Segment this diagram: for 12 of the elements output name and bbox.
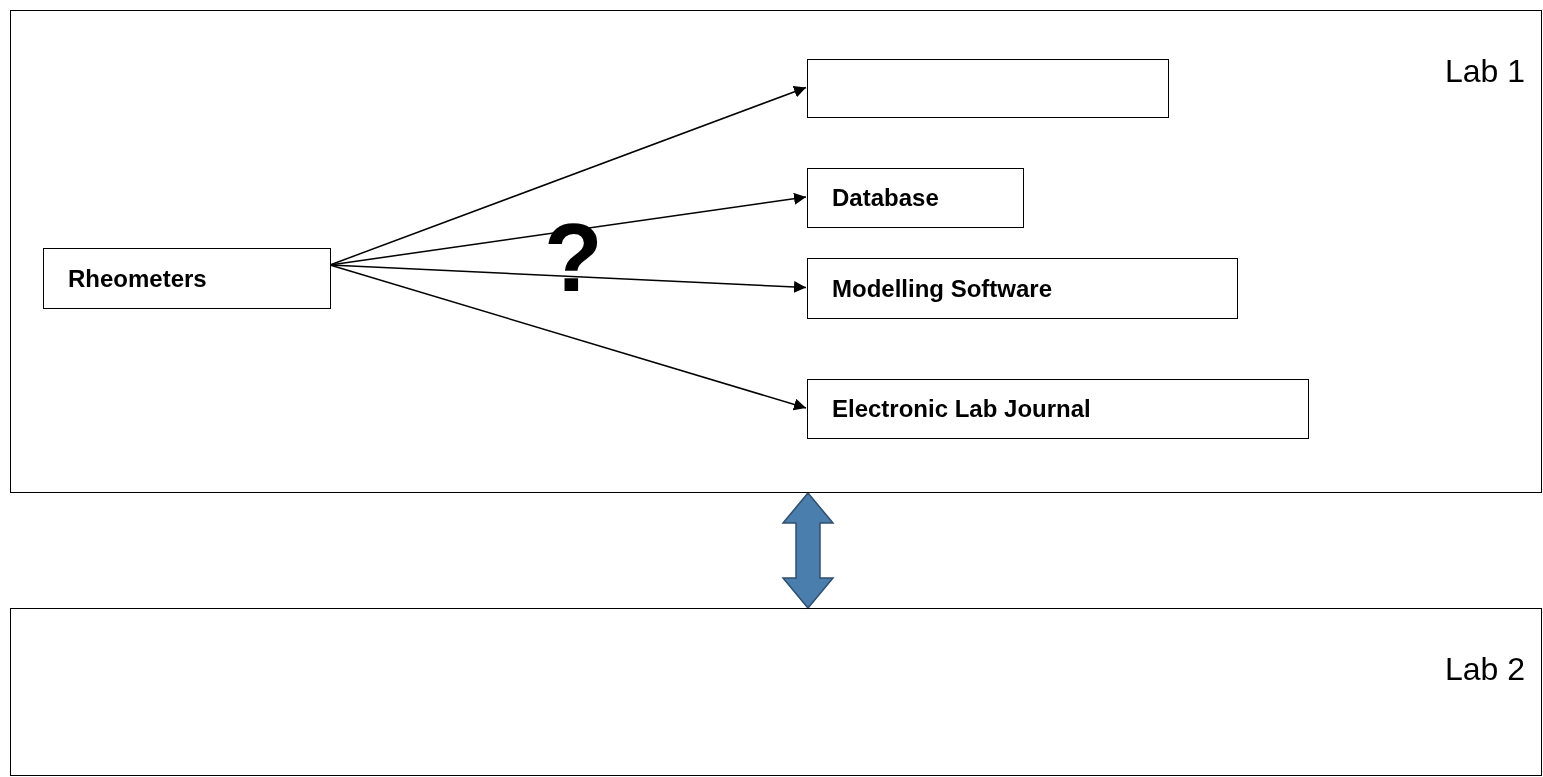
arrow bbox=[329, 86, 807, 266]
process-box: Modelling Software bbox=[807, 258, 1238, 319]
process-box: Electronic Lab Journal bbox=[807, 379, 1309, 439]
arrow bbox=[329, 264, 807, 411]
double-block-arrow bbox=[781, 491, 835, 610]
process-box: Rheometers bbox=[43, 248, 331, 309]
panel-title: Lab 1 bbox=[1444, 53, 1525, 90]
lab-panel bbox=[10, 10, 1542, 493]
process-box: Database bbox=[807, 168, 1024, 228]
lab-panel bbox=[10, 608, 1542, 776]
process-box bbox=[807, 59, 1169, 118]
panel-title: Lab 2 bbox=[1444, 651, 1525, 688]
